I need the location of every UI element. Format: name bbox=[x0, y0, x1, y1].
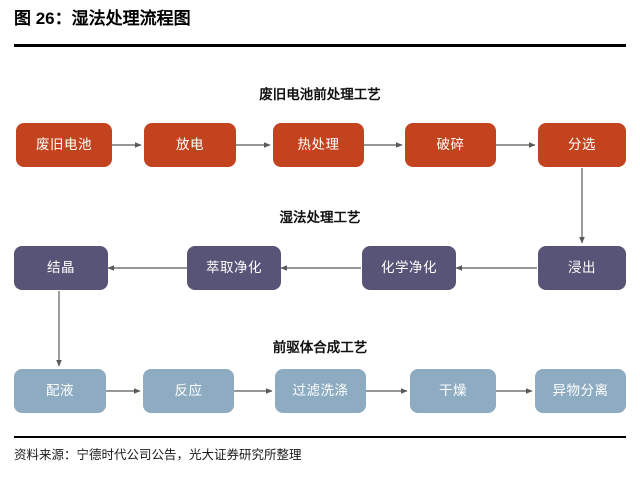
node-chemical-purification[interactable]: 化学净化 bbox=[362, 246, 456, 290]
source-note: 资料来源：宁德时代公司公告，光大证券研究所整理 bbox=[14, 448, 302, 462]
node-waste-battery[interactable]: 废旧电池 bbox=[16, 123, 112, 167]
node-crushing[interactable]: 破碎 bbox=[405, 123, 496, 167]
node-leaching[interactable]: 浸出 bbox=[538, 246, 626, 290]
node-solvent-extraction-purification[interactable]: 萃取净化 bbox=[187, 246, 281, 290]
node-drying[interactable]: 干燥 bbox=[410, 369, 496, 413]
node-heat-treatment[interactable]: 热处理 bbox=[273, 123, 364, 167]
section-header-precursor-synthesis: 前驱体合成工艺 bbox=[272, 340, 368, 355]
node-sorting[interactable]: 分选 bbox=[538, 123, 626, 167]
page-title: 图 26：湿法处理流程图 bbox=[14, 9, 191, 28]
title-block: 图 26：湿法处理流程图 bbox=[14, 8, 626, 30]
section-header-hydrometallurgy: 湿法处理工艺 bbox=[279, 210, 361, 225]
footer-divider bbox=[14, 436, 626, 438]
section-header-pretreatment: 废旧电池前处理工艺 bbox=[259, 87, 381, 102]
node-filtration-washing[interactable]: 过滤洗涤 bbox=[275, 369, 366, 413]
node-crystallization[interactable]: 结晶 bbox=[14, 246, 108, 290]
node-solution-preparation[interactable]: 配液 bbox=[14, 369, 106, 413]
node-foreign-matter-separation[interactable]: 异物分离 bbox=[535, 369, 626, 413]
node-reaction[interactable]: 反应 bbox=[143, 369, 234, 413]
title-divider bbox=[14, 44, 626, 47]
node-discharge[interactable]: 放电 bbox=[144, 123, 236, 167]
